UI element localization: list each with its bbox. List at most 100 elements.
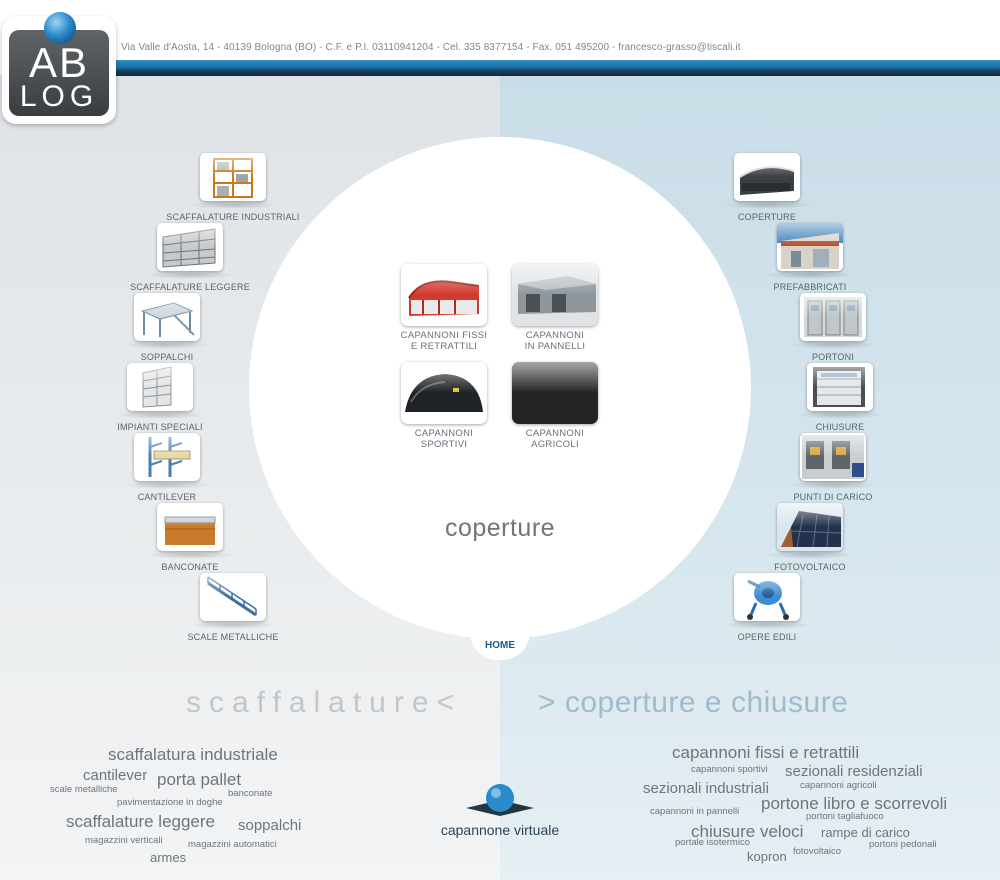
thumb-shadow <box>122 481 212 489</box>
tag-link[interactable]: portale isotermico <box>675 837 750 848</box>
tag-link[interactable]: banconate <box>228 788 273 799</box>
agricultural-warehouse-icon <box>512 362 598 424</box>
center-section-title: coperture <box>444 514 556 542</box>
tag-link[interactable]: sezionali residenziali <box>785 763 923 780</box>
tag-link[interactable]: capannoni in pannelli <box>650 806 740 817</box>
tag-link[interactable]: capannoni fissi e retrattili <box>672 743 860 762</box>
logo-text-top: AB <box>28 39 90 86</box>
tag-link[interactable]: portoni pedonali <box>869 839 937 850</box>
nav-label: PORTONI <box>811 352 855 362</box>
tag-link[interactable]: porta pallet <box>157 770 242 789</box>
nav-label: CHIUSURE <box>815 422 865 432</box>
home-link[interactable]: HOME <box>485 640 515 651</box>
nav-label: OPERE EDILI <box>737 632 797 642</box>
tag-link[interactable]: kopron <box>747 849 787 864</box>
nav-fotovoltaico[interactable]: FOTOVOLTAICO <box>730 503 890 572</box>
tag-link[interactable]: scaffalatura industriale <box>108 745 278 764</box>
tag-link[interactable]: portone libro e scorrevoli <box>761 794 948 813</box>
tag-link[interactable]: capannoni sportivi <box>691 764 768 775</box>
prefabricated-icon <box>777 223 843 271</box>
thumb-shadow <box>722 201 812 209</box>
tag-link[interactable]: rampe di carico <box>821 825 910 840</box>
photovoltaic-icon <box>777 503 843 551</box>
mezzanine-icon <box>134 293 200 341</box>
counter-icon <box>157 503 223 551</box>
logo-text-bottom: LOG <box>19 80 99 113</box>
virtual-globe-icon[interactable] <box>466 780 534 820</box>
nav-prefabbricati[interactable]: PREFABBRICATI <box>730 223 890 292</box>
tag-link[interactable]: sezionali industriali <box>643 780 769 797</box>
tag-link[interactable]: pavimentazione in doghe <box>117 797 223 808</box>
nav-label: COPERTURE <box>737 212 797 222</box>
thumb-shadow <box>115 411 205 419</box>
thumb-shadow <box>145 551 235 559</box>
tag-link[interactable]: cantilever <box>83 767 148 784</box>
nav-scaffalature-leggere[interactable]: SCAFFALATURE LEGGERE <box>110 223 270 292</box>
panel-warehouse-icon <box>512 264 598 326</box>
closures-icon <box>807 363 873 411</box>
thumb-shadow <box>188 621 278 629</box>
building-works-icon <box>734 573 800 621</box>
gates-icon <box>800 293 866 341</box>
thumb-shadow <box>788 481 878 489</box>
tag-link[interactable]: chiusure veloci <box>691 822 804 841</box>
nav-label: IMPIANTI SPECIALI <box>117 422 203 432</box>
thumb-shadow <box>765 551 855 559</box>
ablog-logo[interactable]: AB LOG <box>2 12 116 124</box>
light-shelving-icon <box>157 223 223 271</box>
nav-scale-metalliche[interactable]: SCALE METALLICHE <box>153 573 313 642</box>
coverings-icon <box>734 153 800 201</box>
tag-link[interactable]: scaffalature leggere <box>66 812 216 831</box>
thumb-shadow <box>795 411 885 419</box>
header-bar <box>116 60 1000 76</box>
tag-link[interactable]: portoni tagliafuoco <box>806 811 884 822</box>
nav-soppalchi[interactable]: SOPPALCHI <box>87 293 247 362</box>
section-scaffalature-link[interactable]: scaffalature< <box>186 686 463 719</box>
tag-link[interactable]: magazzini automatici <box>188 839 277 850</box>
nav-opere-edili[interactable]: OPERE EDILI <box>687 573 847 642</box>
company-address: Via Valle d'Aosta, 14 - 40139 Bologna (B… <box>121 42 741 53</box>
special-systems-icon <box>127 363 193 411</box>
tag-link[interactable]: magazzini verticali <box>85 835 163 846</box>
thumb-shadow <box>788 341 878 349</box>
thumb-shadow <box>765 271 855 279</box>
sport-hall-icon <box>401 362 487 424</box>
logo-plate: AB LOG <box>9 30 109 116</box>
industrial-shelving-icon <box>200 153 266 201</box>
virtual-warehouse-link[interactable]: capannone virtuale <box>440 822 560 838</box>
metal-stairs-icon <box>200 573 266 621</box>
nav-coperture[interactable]: COPERTURE <box>687 153 847 222</box>
nav-label: CANTILEVER <box>137 492 197 502</box>
nav-banconate[interactable]: BANCONATE <box>110 503 270 572</box>
tag-link[interactable]: fotovoltaico <box>793 846 842 857</box>
nav-scaffalature-industriali[interactable]: SCAFFALATURE INDUSTRIALI <box>153 153 313 222</box>
tag-link[interactable]: soppalchi <box>238 817 302 834</box>
nav-impianti-speciali[interactable]: IMPIANTI SPECIALI <box>80 363 240 432</box>
loading-points-icon <box>800 433 866 481</box>
tag-link[interactable]: armes <box>150 850 187 865</box>
thumb-shadow <box>188 201 278 209</box>
nav-label: PREFABBRICATI <box>773 282 847 292</box>
tag-link[interactable]: scale metalliche <box>50 784 118 795</box>
cantilever-icon <box>134 433 200 481</box>
nav-portoni[interactable]: PORTONI <box>753 293 913 362</box>
nav-label: SCALE METALLICHE <box>187 632 279 642</box>
nav-label: PUNTI DI CARICO <box>793 492 873 502</box>
nav-punti-di-carico[interactable]: PUNTI DI CARICO <box>753 433 913 502</box>
thumb-shadow <box>122 341 212 349</box>
nav-chiusure[interactable]: CHIUSURE <box>760 363 920 432</box>
section-coperture-link[interactable]: > coperture e chiusure <box>538 686 849 719</box>
nav-cantilever[interactable]: CANTILEVER <box>87 433 247 502</box>
nav-label: FOTOVOLTAICO <box>774 562 846 572</box>
nav-label: BANCONATE <box>161 562 219 572</box>
center-circle <box>249 137 751 639</box>
tag-link[interactable]: capannoni agricoli <box>800 780 877 791</box>
